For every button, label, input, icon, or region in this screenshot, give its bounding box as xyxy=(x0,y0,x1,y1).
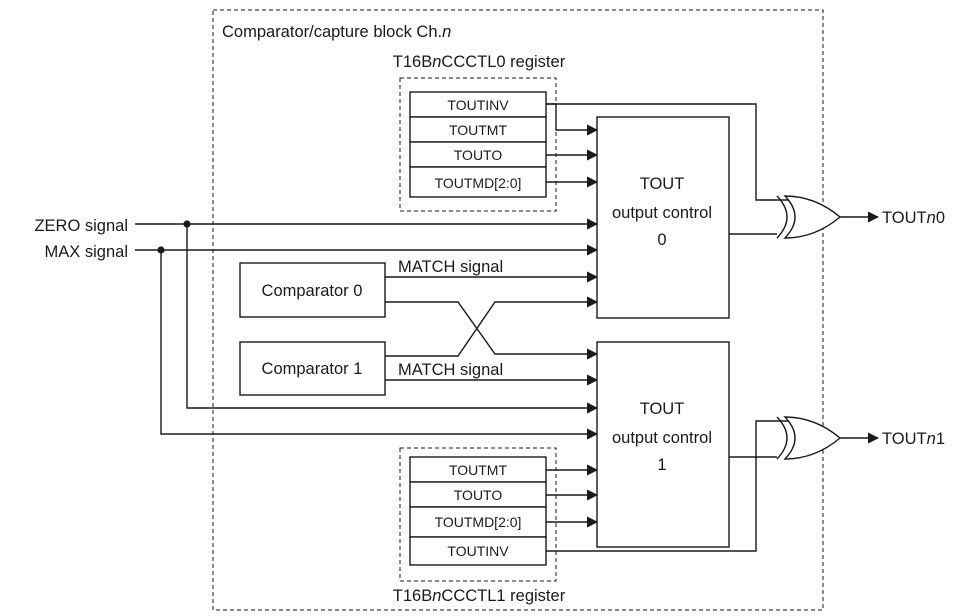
output-tout-n1-label: TOUTn1 xyxy=(882,430,945,448)
reg1-field-box xyxy=(409,536,547,566)
xor-gate-0 xyxy=(776,195,842,239)
register-0-frame xyxy=(399,77,557,212)
zero-to-ctrl1-wire xyxy=(186,224,599,414)
tout-control-0-line1: TOUT xyxy=(640,175,685,193)
max-signal-label: MAX signal xyxy=(45,243,128,261)
comparator-0 xyxy=(239,262,386,318)
reg1-field-label: TOUTMD[2:0] xyxy=(435,514,522,530)
register-1-title: T16BnCCCTL1 register xyxy=(393,587,566,605)
comp1-to-ctrl0-wire xyxy=(385,296,599,357)
tout-control-1-line1: TOUT xyxy=(640,400,685,418)
tout-control-1-line3: 1 xyxy=(657,456,666,474)
tout-control-1-line2: output control xyxy=(612,429,712,447)
tout-control-0-line2: output control xyxy=(612,204,712,222)
reg0-field-box xyxy=(409,166,547,198)
zero-signal-label: ZERO signal xyxy=(34,217,128,235)
register-1-fields: TOUTMT TOUTO TOUTMD[2:0] TOUTINV xyxy=(409,456,547,566)
reg0-field-label: TOUTMT xyxy=(449,122,508,138)
reg0-field-label: TOUTO xyxy=(454,147,503,163)
reg1-field-label: TOUTMT xyxy=(449,462,508,478)
register-0-title: T16BnCCCTL0 register xyxy=(393,53,566,71)
reg0-field-box xyxy=(409,141,547,168)
comparator-1-label: Comparator 1 xyxy=(262,360,363,378)
max-to-ctrl1-wire xyxy=(160,250,599,440)
reg1-field-label: TOUTO xyxy=(454,487,503,503)
comp0-to-ctrl1-wire xyxy=(385,301,599,360)
comparator-0-label: Comparator 0 xyxy=(262,282,363,300)
output-tout-n0-label: TOUTn0 xyxy=(882,209,945,227)
match-signal-1-label: MATCH signal xyxy=(398,361,503,379)
register-1-wires xyxy=(546,464,599,528)
tout-output-control-1 xyxy=(596,341,730,548)
match-signal-0-label: MATCH signal xyxy=(398,258,503,276)
block-title: Comparator/capture block Ch.n xyxy=(222,23,451,41)
register-0-fields: TOUTINV TOUTMT TOUTO TOUTMD[2:0] xyxy=(409,91,547,198)
tout-output-control-0 xyxy=(596,116,730,319)
comparator-1 xyxy=(239,341,386,396)
reg1-field-label: TOUTINV xyxy=(447,543,509,559)
comparator-capture-block xyxy=(212,9,824,611)
reg0-field-label: TOUTMD[2:0] xyxy=(435,175,522,191)
reg0-field-box xyxy=(409,116,547,143)
register-0-wires xyxy=(546,103,599,188)
reg0-field-label: TOUTINV xyxy=(447,97,509,113)
xor-gate-1 xyxy=(776,416,842,460)
toutinv1-wire xyxy=(546,420,790,552)
toutinv0-wire xyxy=(546,103,790,201)
tout-control-0-line3: 0 xyxy=(657,231,666,249)
register-1-frame xyxy=(399,447,557,582)
